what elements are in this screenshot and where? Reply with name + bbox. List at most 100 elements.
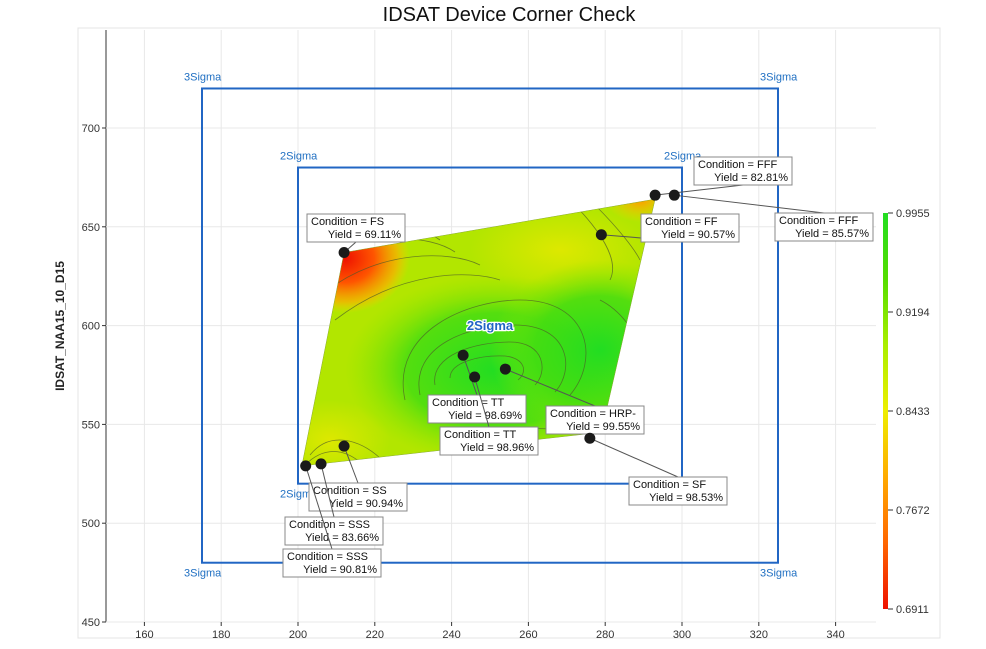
callout-leader <box>505 368 596 407</box>
x-tick-label: 280 <box>596 629 614 641</box>
callout-box <box>693 156 793 186</box>
data-point <box>469 371 481 383</box>
callout-yield: Yield = 69.11% <box>328 229 401 241</box>
contour-line <box>434 341 543 386</box>
callout-box <box>308 482 408 512</box>
callout-condition: Condition = FFF <box>779 215 858 227</box>
sigma-label: 3Sigma <box>760 71 798 83</box>
contour-line <box>402 299 587 401</box>
colorbar: 0.9955 0.9194 0.8433 0.7672 0.6911 <box>883 208 930 616</box>
data-point <box>668 189 680 201</box>
data-point <box>338 440 350 452</box>
callout-leader <box>305 465 333 550</box>
colorbar-label: 0.9194 <box>896 307 930 319</box>
colorbar-label: 0.7672 <box>896 505 930 517</box>
y-axis-label: IDSAT_NAA15_10_D15 <box>53 261 67 391</box>
x-tick-label: 320 <box>750 629 768 641</box>
data-point <box>315 458 327 470</box>
callout-yield: Yield = 85.57% <box>795 228 869 240</box>
callout-condition: Condition = SSS <box>289 519 370 531</box>
callout-leader <box>474 376 490 428</box>
outer-frame <box>77 27 941 639</box>
callout-yield: Yield = 98.69% <box>448 410 522 422</box>
colorbar-label: 0.6911 <box>896 604 929 616</box>
y-tick-label: 600 <box>82 321 100 333</box>
axis-ticks: 160 180 200 220 240 260 280 300 320 340 450 500 550 6… <box>82 123 845 641</box>
contour-line <box>449 355 524 381</box>
contour-line <box>309 439 381 459</box>
callout-yield: Yield = 90.81% <box>303 564 377 576</box>
data-point <box>595 229 607 241</box>
grid-lines <box>106 30 876 623</box>
sigma-label: 3Sigma <box>760 568 798 580</box>
callout-condition: Condition = FFF <box>698 159 777 171</box>
sigma-label: 2Sigma <box>664 151 702 163</box>
data-point <box>584 432 596 444</box>
contour-line <box>334 274 501 321</box>
data-point <box>649 189 661 201</box>
callout-leader <box>674 194 825 214</box>
callout-box <box>640 213 740 243</box>
callout-leader <box>655 184 744 196</box>
x-tick-label: 240 <box>442 629 460 641</box>
callout-box <box>284 516 384 546</box>
x-tick-label: 220 <box>366 629 384 641</box>
callout-box <box>282 548 382 578</box>
y-tick-label: 650 <box>82 222 100 234</box>
callout-yield: Yield = 99.55% <box>566 421 640 433</box>
callout-yield: Yield = 90.57% <box>661 229 735 241</box>
callout-yield: Yield = 98.53% <box>649 492 723 504</box>
callout-condition: Condition = TT <box>432 397 505 409</box>
x-tick-label: 200 <box>289 629 307 641</box>
sigma-label: 3Sigma <box>184 568 222 580</box>
callout-yield: Yield = 98.96% <box>460 442 534 454</box>
callout-condition: Condition = FF <box>645 216 718 228</box>
callout-box <box>439 426 539 456</box>
center-sigma-label: 2Sigma <box>467 318 514 333</box>
callout-leader <box>320 463 335 518</box>
sigma-box <box>297 166 683 485</box>
contour-line <box>304 451 361 466</box>
contour-line <box>418 324 567 396</box>
data-point <box>457 349 469 361</box>
x-tick-label: 180 <box>212 629 230 641</box>
colorbar-gradient <box>883 213 888 609</box>
sigma-box <box>201 87 779 564</box>
chart-title: IDSAT Device Corner Check <box>383 4 637 26</box>
callout-leader <box>343 445 359 484</box>
callout-condition: Condition = TT <box>444 429 517 441</box>
sigma-label: 2Sigma <box>280 151 318 163</box>
colorbar-label: 0.8433 <box>896 406 930 418</box>
callout-condition: Condition = SSS <box>287 551 368 563</box>
callout-box <box>306 213 406 243</box>
data-point <box>499 363 511 375</box>
callout-yield: Yield = 82.81% <box>714 172 788 184</box>
callout-condition: Condition = HRP- <box>550 408 636 420</box>
y-tick-label: 450 <box>82 617 100 629</box>
y-tick-label: 500 <box>82 518 100 530</box>
callout-yield: Yield = 90.94% <box>329 498 403 510</box>
y-tick-label: 550 <box>82 419 100 431</box>
x-tick-label: 260 <box>519 629 537 641</box>
callout-condition: Condition = SS <box>313 485 387 497</box>
callout-condition: Condition = SF <box>633 479 706 491</box>
sigma-label: 3Sigma <box>184 71 222 83</box>
callout-box <box>545 405 645 435</box>
x-tick-label: 340 <box>826 629 844 641</box>
x-tick-label: 160 <box>135 629 153 641</box>
callout-box <box>628 476 728 506</box>
contour-line <box>594 204 641 261</box>
callout-leader <box>589 437 679 478</box>
contour-line <box>327 255 481 291</box>
callout-box <box>774 212 874 242</box>
x-tick-label: 300 <box>673 629 691 641</box>
y-tick-label: 700 <box>82 123 100 135</box>
data-point <box>338 246 350 258</box>
sigma-boxes: 3Sigma 3Sigma 3Sigma 3Sigma 2Sigma 2Sigma 2Sig… <box>184 71 798 579</box>
callout-yield: Yield = 83.66% <box>305 532 379 544</box>
colorbar-label: 0.9955 <box>896 208 930 220</box>
data-point <box>300 460 312 472</box>
